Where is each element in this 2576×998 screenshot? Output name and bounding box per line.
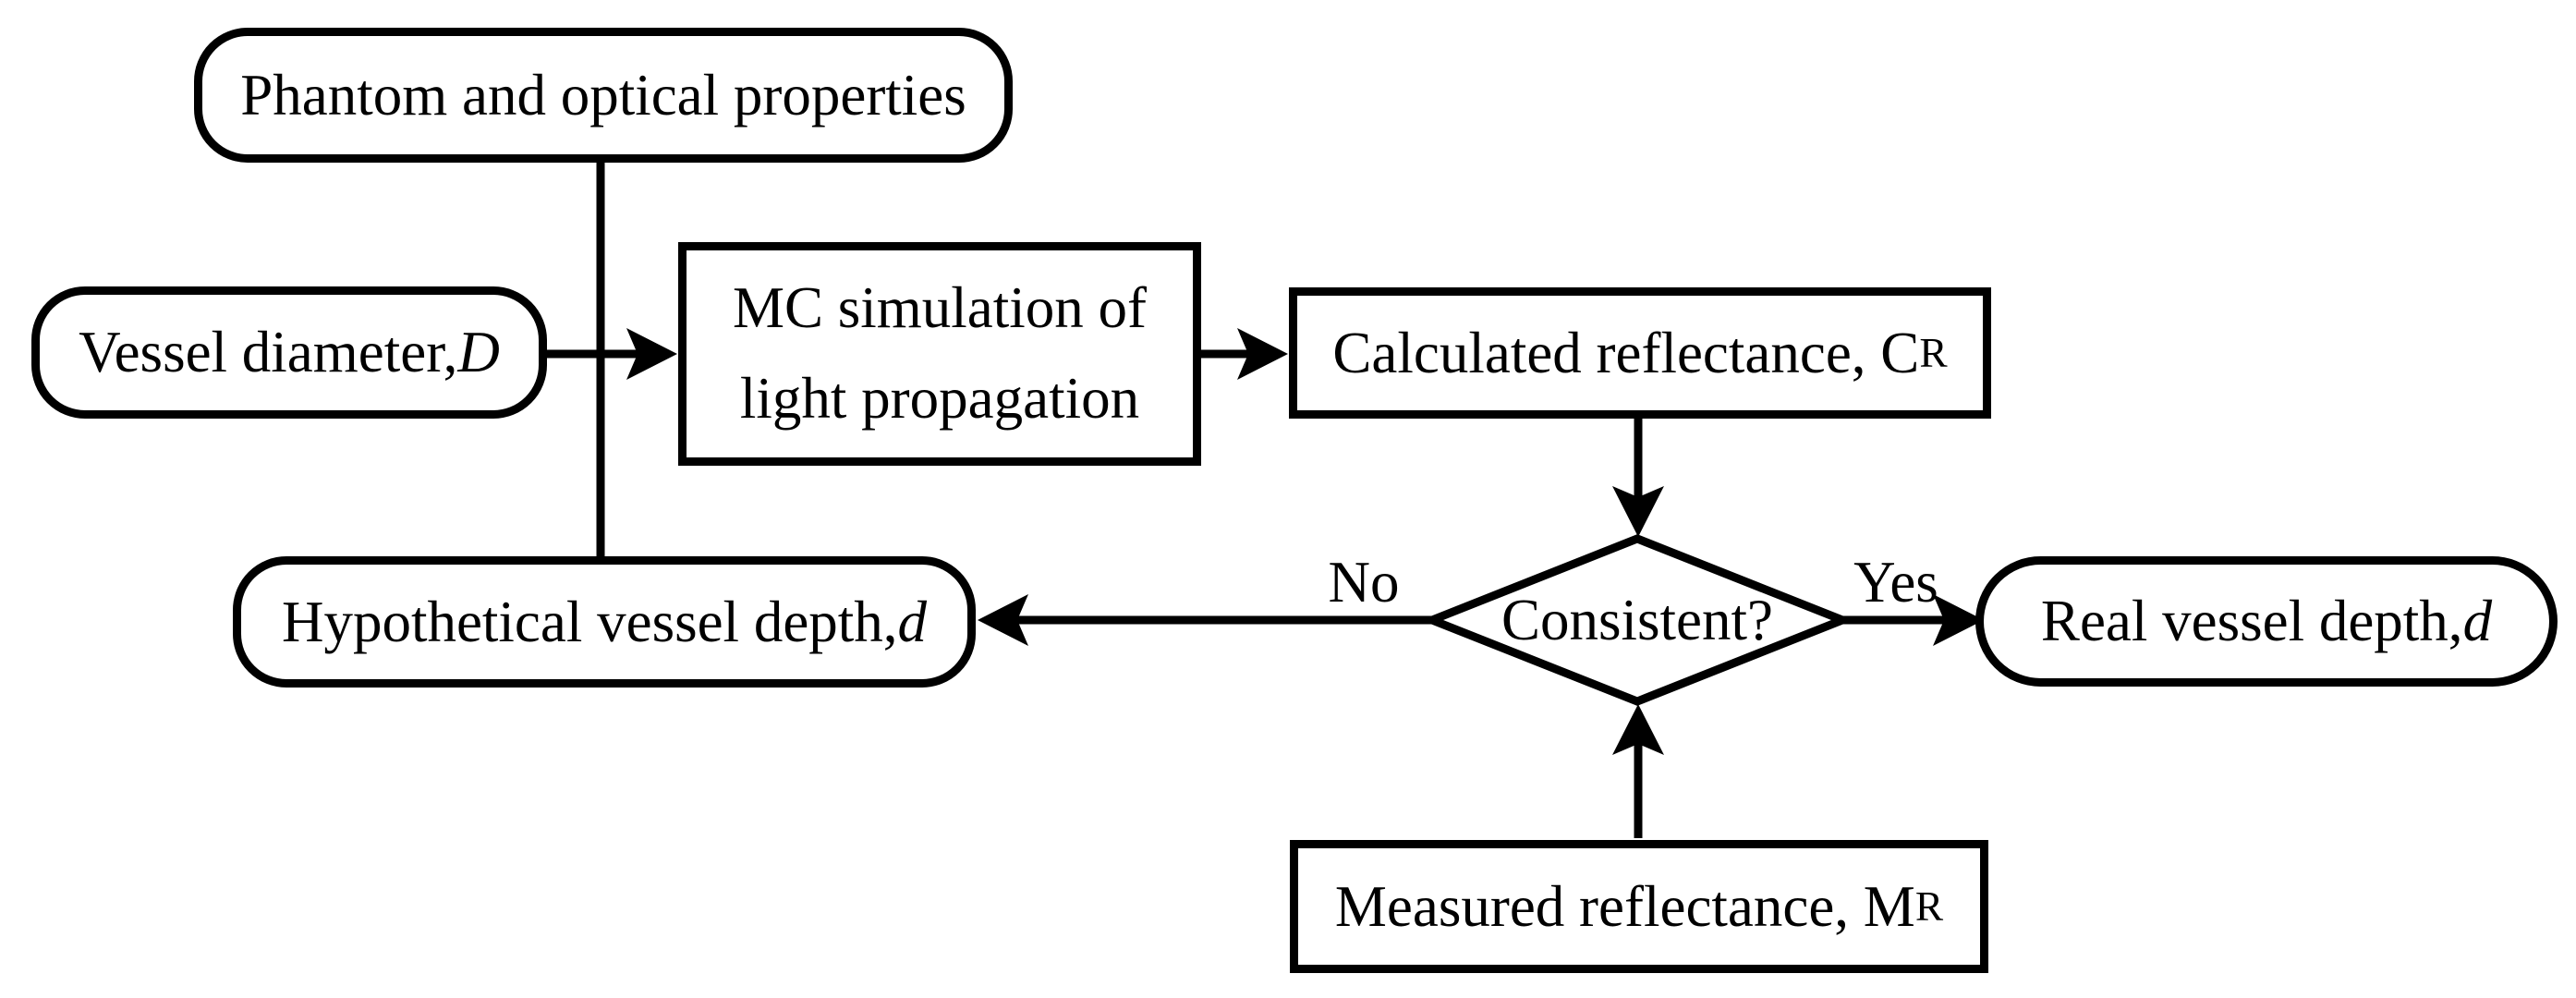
- node-phantom-label: Phantom and optical properties: [240, 62, 966, 128]
- node-real-vessel-depth: Real vessel depth, d: [1975, 556, 2558, 687]
- real-depth-symbol: d: [2462, 589, 2493, 654]
- node-measured-reflectance-label: Measured reflectance, M: [1334, 873, 1915, 939]
- node-mc-simulation-label: MC simulation of light propagation: [733, 263, 1147, 444]
- edge-label-no-text: No: [1328, 550, 1400, 615]
- calculated-reflectance-subscript: R: [1919, 329, 1948, 376]
- node-hypothetical-depth-label: Hypothetical vessel depth,: [281, 589, 898, 654]
- mc-simulation-line1: MC simulation of: [732, 275, 1147, 341]
- measured-reflectance-subscript: R: [1914, 882, 1944, 930]
- arrowhead-decision-to-hypothetical: [978, 594, 1028, 646]
- decision-consistent-label: Consistent?: [1501, 587, 1773, 652]
- edge-label-yes: Yes: [1817, 549, 1975, 616]
- node-real-depth-label: Real vessel depth,: [2040, 589, 2463, 654]
- arrowhead-measured-to-decision: [1612, 704, 1664, 755]
- node-vessel-diameter: Vessel diameter, D: [31, 286, 547, 419]
- node-phantom-and-optical-properties: Phantom and optical properties: [194, 28, 1013, 163]
- arrowhead-mc-to-calculated: [1237, 328, 1288, 380]
- node-hypothetical-vessel-depth: Hypothetical vessel depth, d: [233, 556, 976, 688]
- node-mc-simulation: MC simulation of light propagation: [678, 242, 1201, 466]
- arrowhead-calculated-to-decision: [1612, 486, 1664, 537]
- vessel-diameter-symbol: D: [457, 320, 500, 385]
- arrowhead-decision-to-real: [1933, 594, 1984, 646]
- hypothetical-depth-symbol: d: [897, 589, 928, 654]
- decision-diamond-shape: [1420, 534, 1854, 706]
- edge-label-no: No: [1285, 549, 1442, 616]
- node-calculated-reflectance-label: Calculated reflectance, C: [1332, 320, 1920, 385]
- arrowhead-vessel-to-mc: [626, 328, 677, 380]
- node-vessel-diameter-label: Vessel diameter,: [79, 320, 458, 385]
- mc-simulation-line2: light propagation: [739, 366, 1140, 431]
- edge-label-yes-text: Yes: [1853, 550, 1938, 615]
- decision-consistent: Consistent?: [1432, 539, 1842, 701]
